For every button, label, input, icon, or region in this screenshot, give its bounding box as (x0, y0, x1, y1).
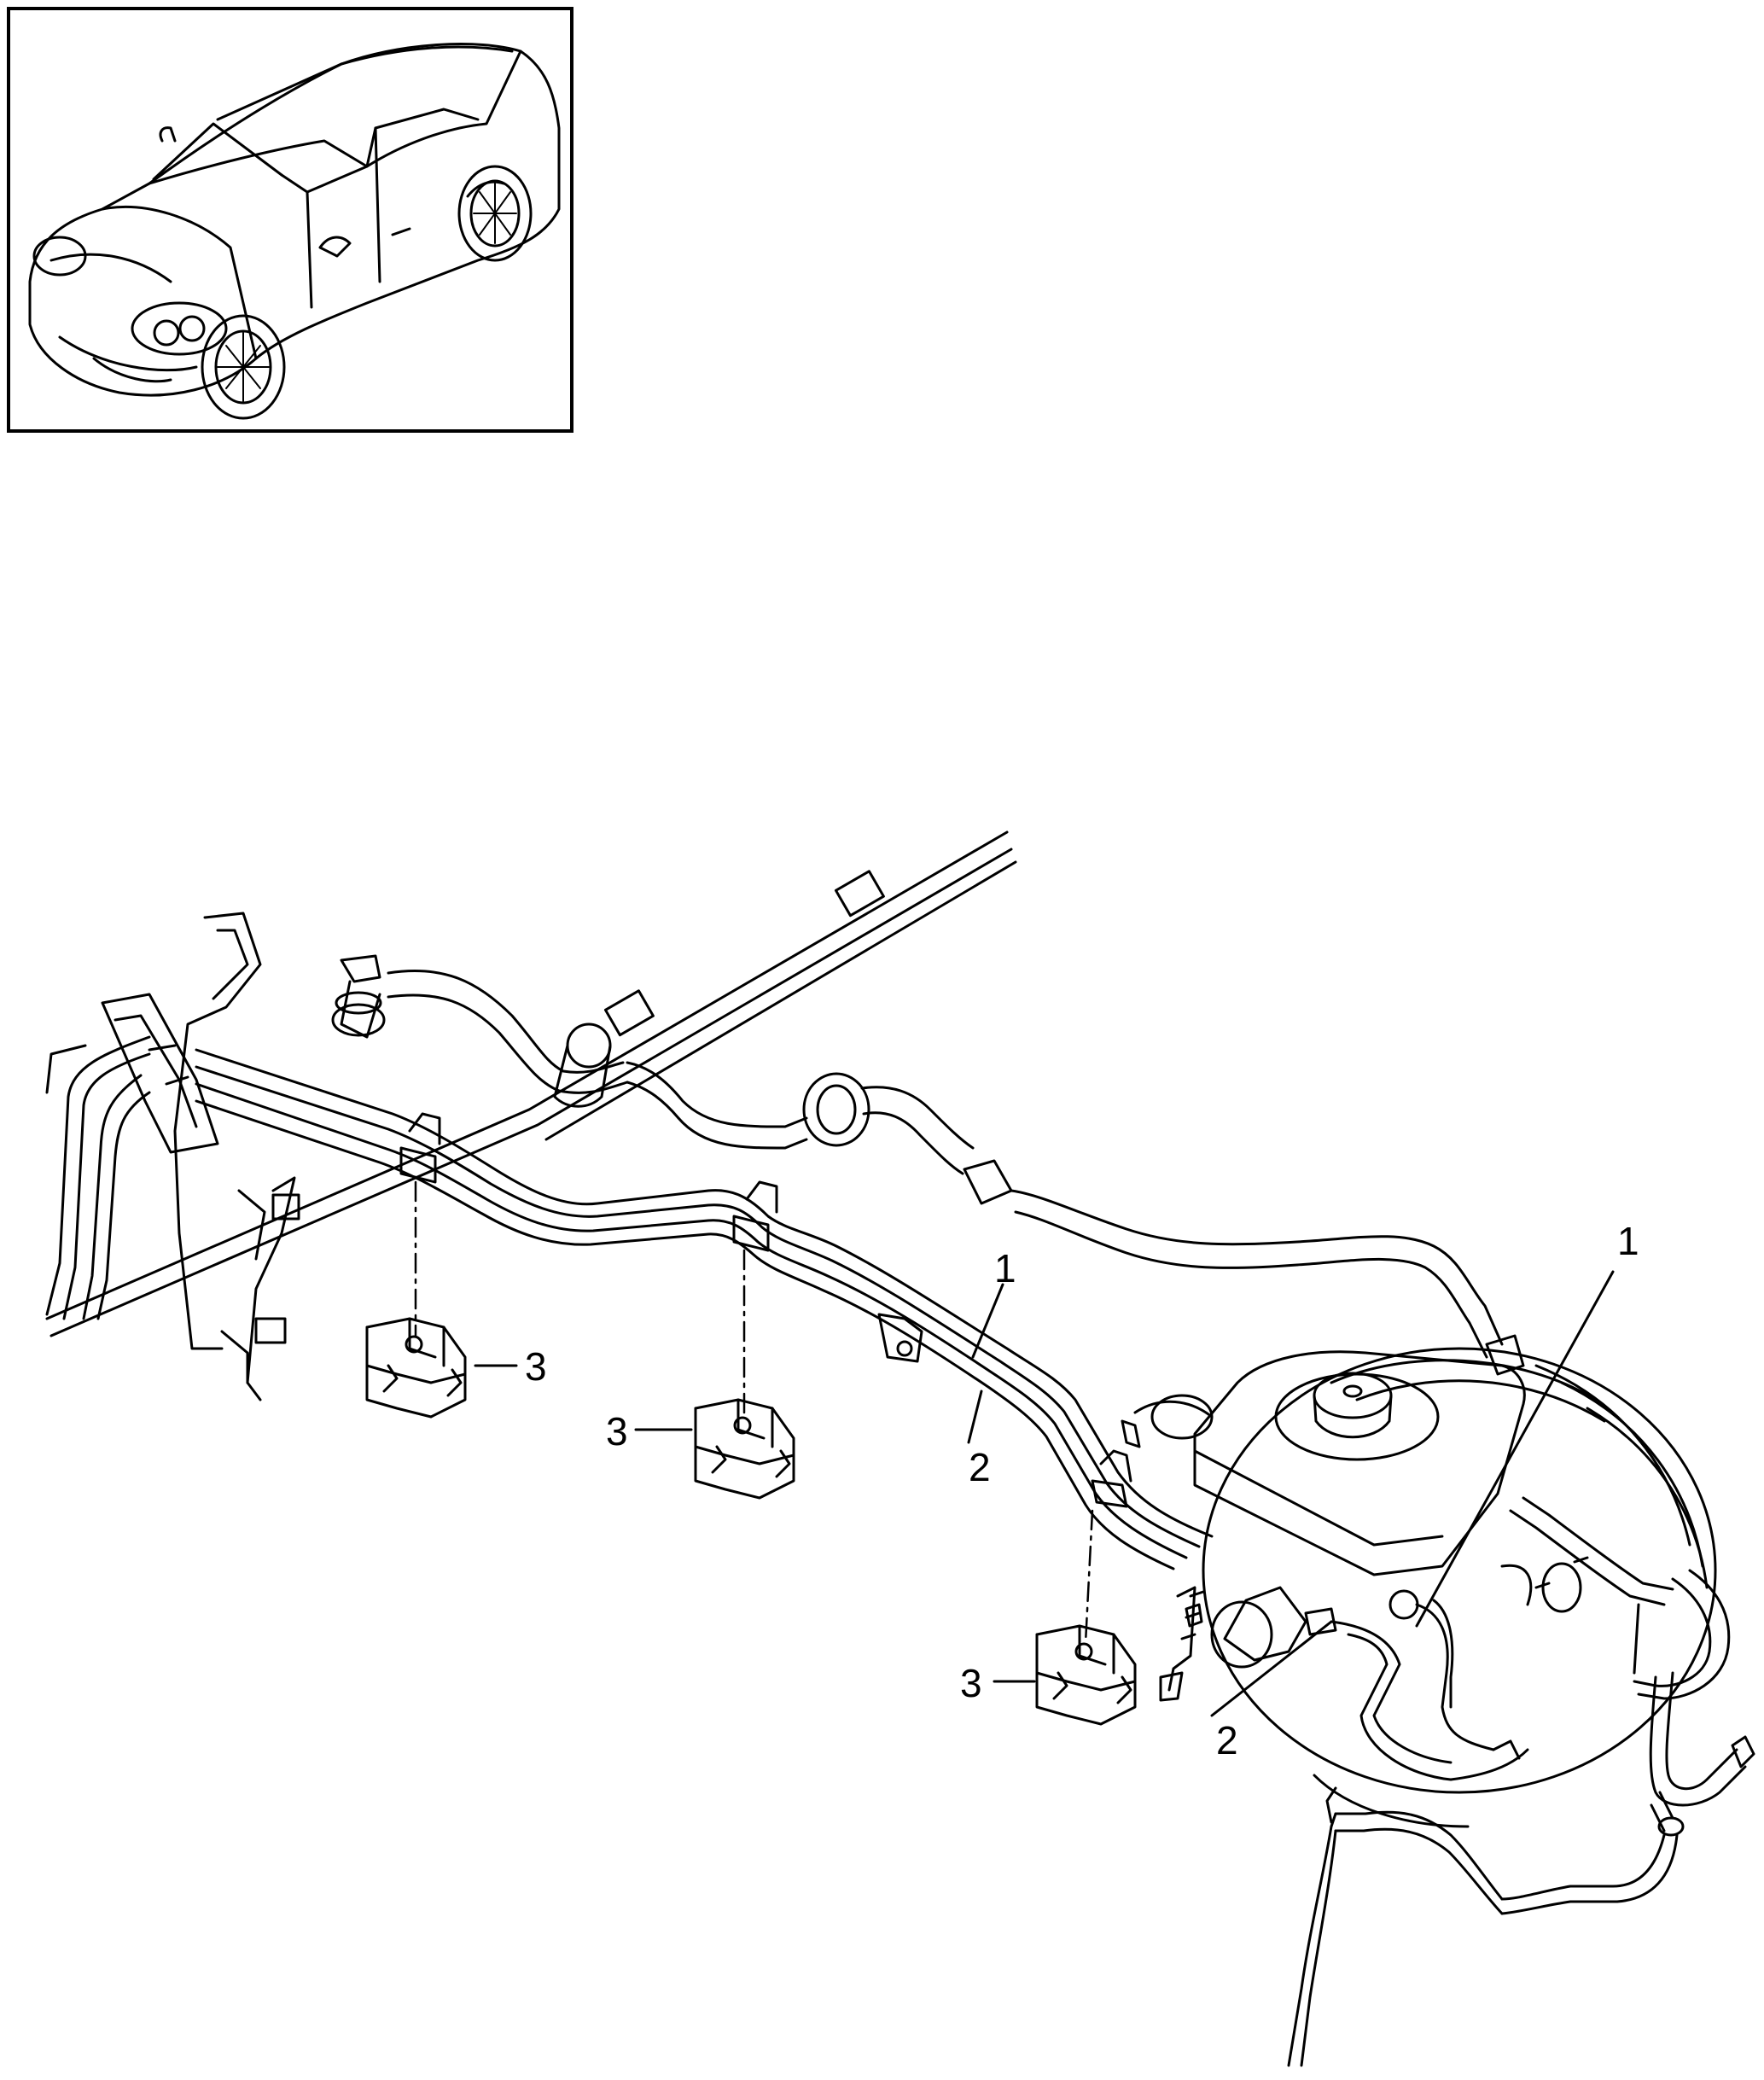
brake-line-1 (195, 1048, 1214, 1548)
clip-part-3-a (365, 1317, 467, 1419)
thumbnail-frame (7, 7, 573, 433)
callout-labels: 1 1 2 2 3 3 3 (525, 1219, 1639, 1762)
callout-2-center: 2 (969, 1445, 991, 1489)
car-thumbnail-icon (28, 43, 561, 420)
underbody-rail (45, 830, 1017, 1337)
clip-part-3-b (694, 1398, 795, 1500)
left-bracket (101, 912, 300, 1401)
left-hoses (45, 1035, 151, 1320)
callout-3-middle: 3 (606, 1409, 628, 1454)
sensor-part (1159, 1603, 1203, 1702)
brake-line-assembly (45, 830, 1755, 2067)
brake-booster (1202, 1347, 1717, 1828)
vacuum-hose (331, 954, 1525, 1376)
callout-3-left: 3 (525, 1344, 547, 1389)
brake-line-2 (195, 1082, 1188, 1570)
leader-lines (474, 1270, 1615, 1717)
callout-3-lower: 3 (960, 1661, 982, 1705)
booster-fittings (1167, 1496, 1755, 2067)
assembly-dashlines (414, 1180, 1094, 1645)
master-cylinder-reservoir (1133, 1350, 1526, 1576)
clip-part-3-c (1035, 1624, 1137, 1726)
callout-1-center: 1 (994, 1246, 1016, 1291)
vehicle-thumbnail (7, 7, 573, 433)
callout-2-right: 2 (1216, 1718, 1238, 1762)
callout-1-right: 1 (1617, 1219, 1639, 1263)
line-clips (399, 1112, 1141, 1508)
